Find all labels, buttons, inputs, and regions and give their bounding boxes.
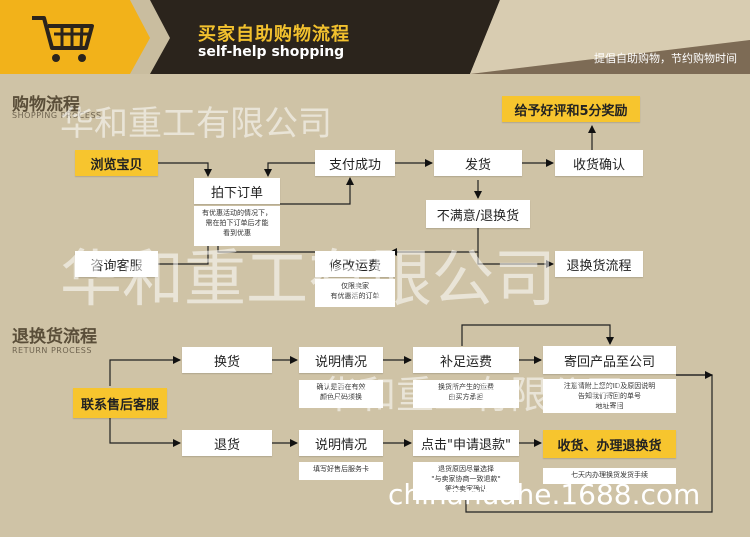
watermark-site: chinanuahe.1688.com: [388, 478, 701, 511]
step-explain-refund: 说明情况: [299, 430, 383, 456]
step-receive: 收货确认: [555, 150, 643, 176]
step-modify-fee: 修改运费: [315, 251, 395, 277]
order-note: 有优惠活动的情况下，需在拍下订单后才能看到优惠: [194, 206, 280, 246]
page-subtitle: self-help shopping: [198, 44, 345, 60]
step-review: 给予好评和5分奖励: [502, 96, 640, 122]
section-subtitle-return: RETURN PROCESS: [12, 346, 92, 355]
step-explain-exchange: 说明情况: [299, 347, 383, 373]
step-contact-service: 联系售后客服: [73, 388, 167, 418]
page-title: 买家自助购物流程: [198, 24, 350, 45]
step-order: 拍下订单: [194, 178, 280, 204]
section-title-return: 退换货流程: [12, 327, 97, 347]
step-refund: 退货: [182, 430, 272, 456]
modify-fee-note: 仅限卖家有优惠活的订单: [315, 279, 395, 307]
step-ship: 发货: [434, 150, 522, 176]
step-apply-refund: 点击"申请退款": [413, 430, 519, 456]
handle-return-note: 七天内办理换货发货手续: [543, 468, 676, 484]
header-banner: [0, 0, 750, 74]
step-topup-fee: 补足运费: [413, 347, 519, 373]
apply-refund-note: 退货原因尽量选择"与卖家协商一致退款"等待卖家确认: [413, 462, 519, 500]
step-send-back: 寄回产品至公司: [543, 346, 676, 374]
cart-icon: [32, 16, 94, 62]
send-back-note: 注意请附上您的ID及原因说明告知我们寄回的单号地址寄回: [543, 379, 676, 413]
step-browse: 浏览宝贝: [75, 150, 158, 176]
step-pay: 支付成功: [315, 150, 395, 176]
step-return-flow: 退换货流程: [555, 251, 643, 277]
explain-refund-note: 填写好售后服务卡: [299, 462, 383, 480]
step-exchange: 换货: [182, 347, 272, 373]
step-consult: 咨询客服: [75, 251, 158, 277]
slogan: 提倡自助购物，节约购物时间: [594, 52, 737, 65]
topup-fee-note: 换货所产生的运费由买方承担: [413, 380, 519, 408]
explain-exchange-note: 确认是否在有效颜色尺码须换: [299, 380, 383, 408]
section-title-shopping: 购物流程: [12, 95, 80, 115]
step-handle-return: 收货、办理退换货: [543, 430, 676, 458]
step-unsatisfied: 不满意/退换货: [426, 200, 530, 228]
section-subtitle-shopping: SHOPPING PROCESS: [12, 111, 102, 120]
